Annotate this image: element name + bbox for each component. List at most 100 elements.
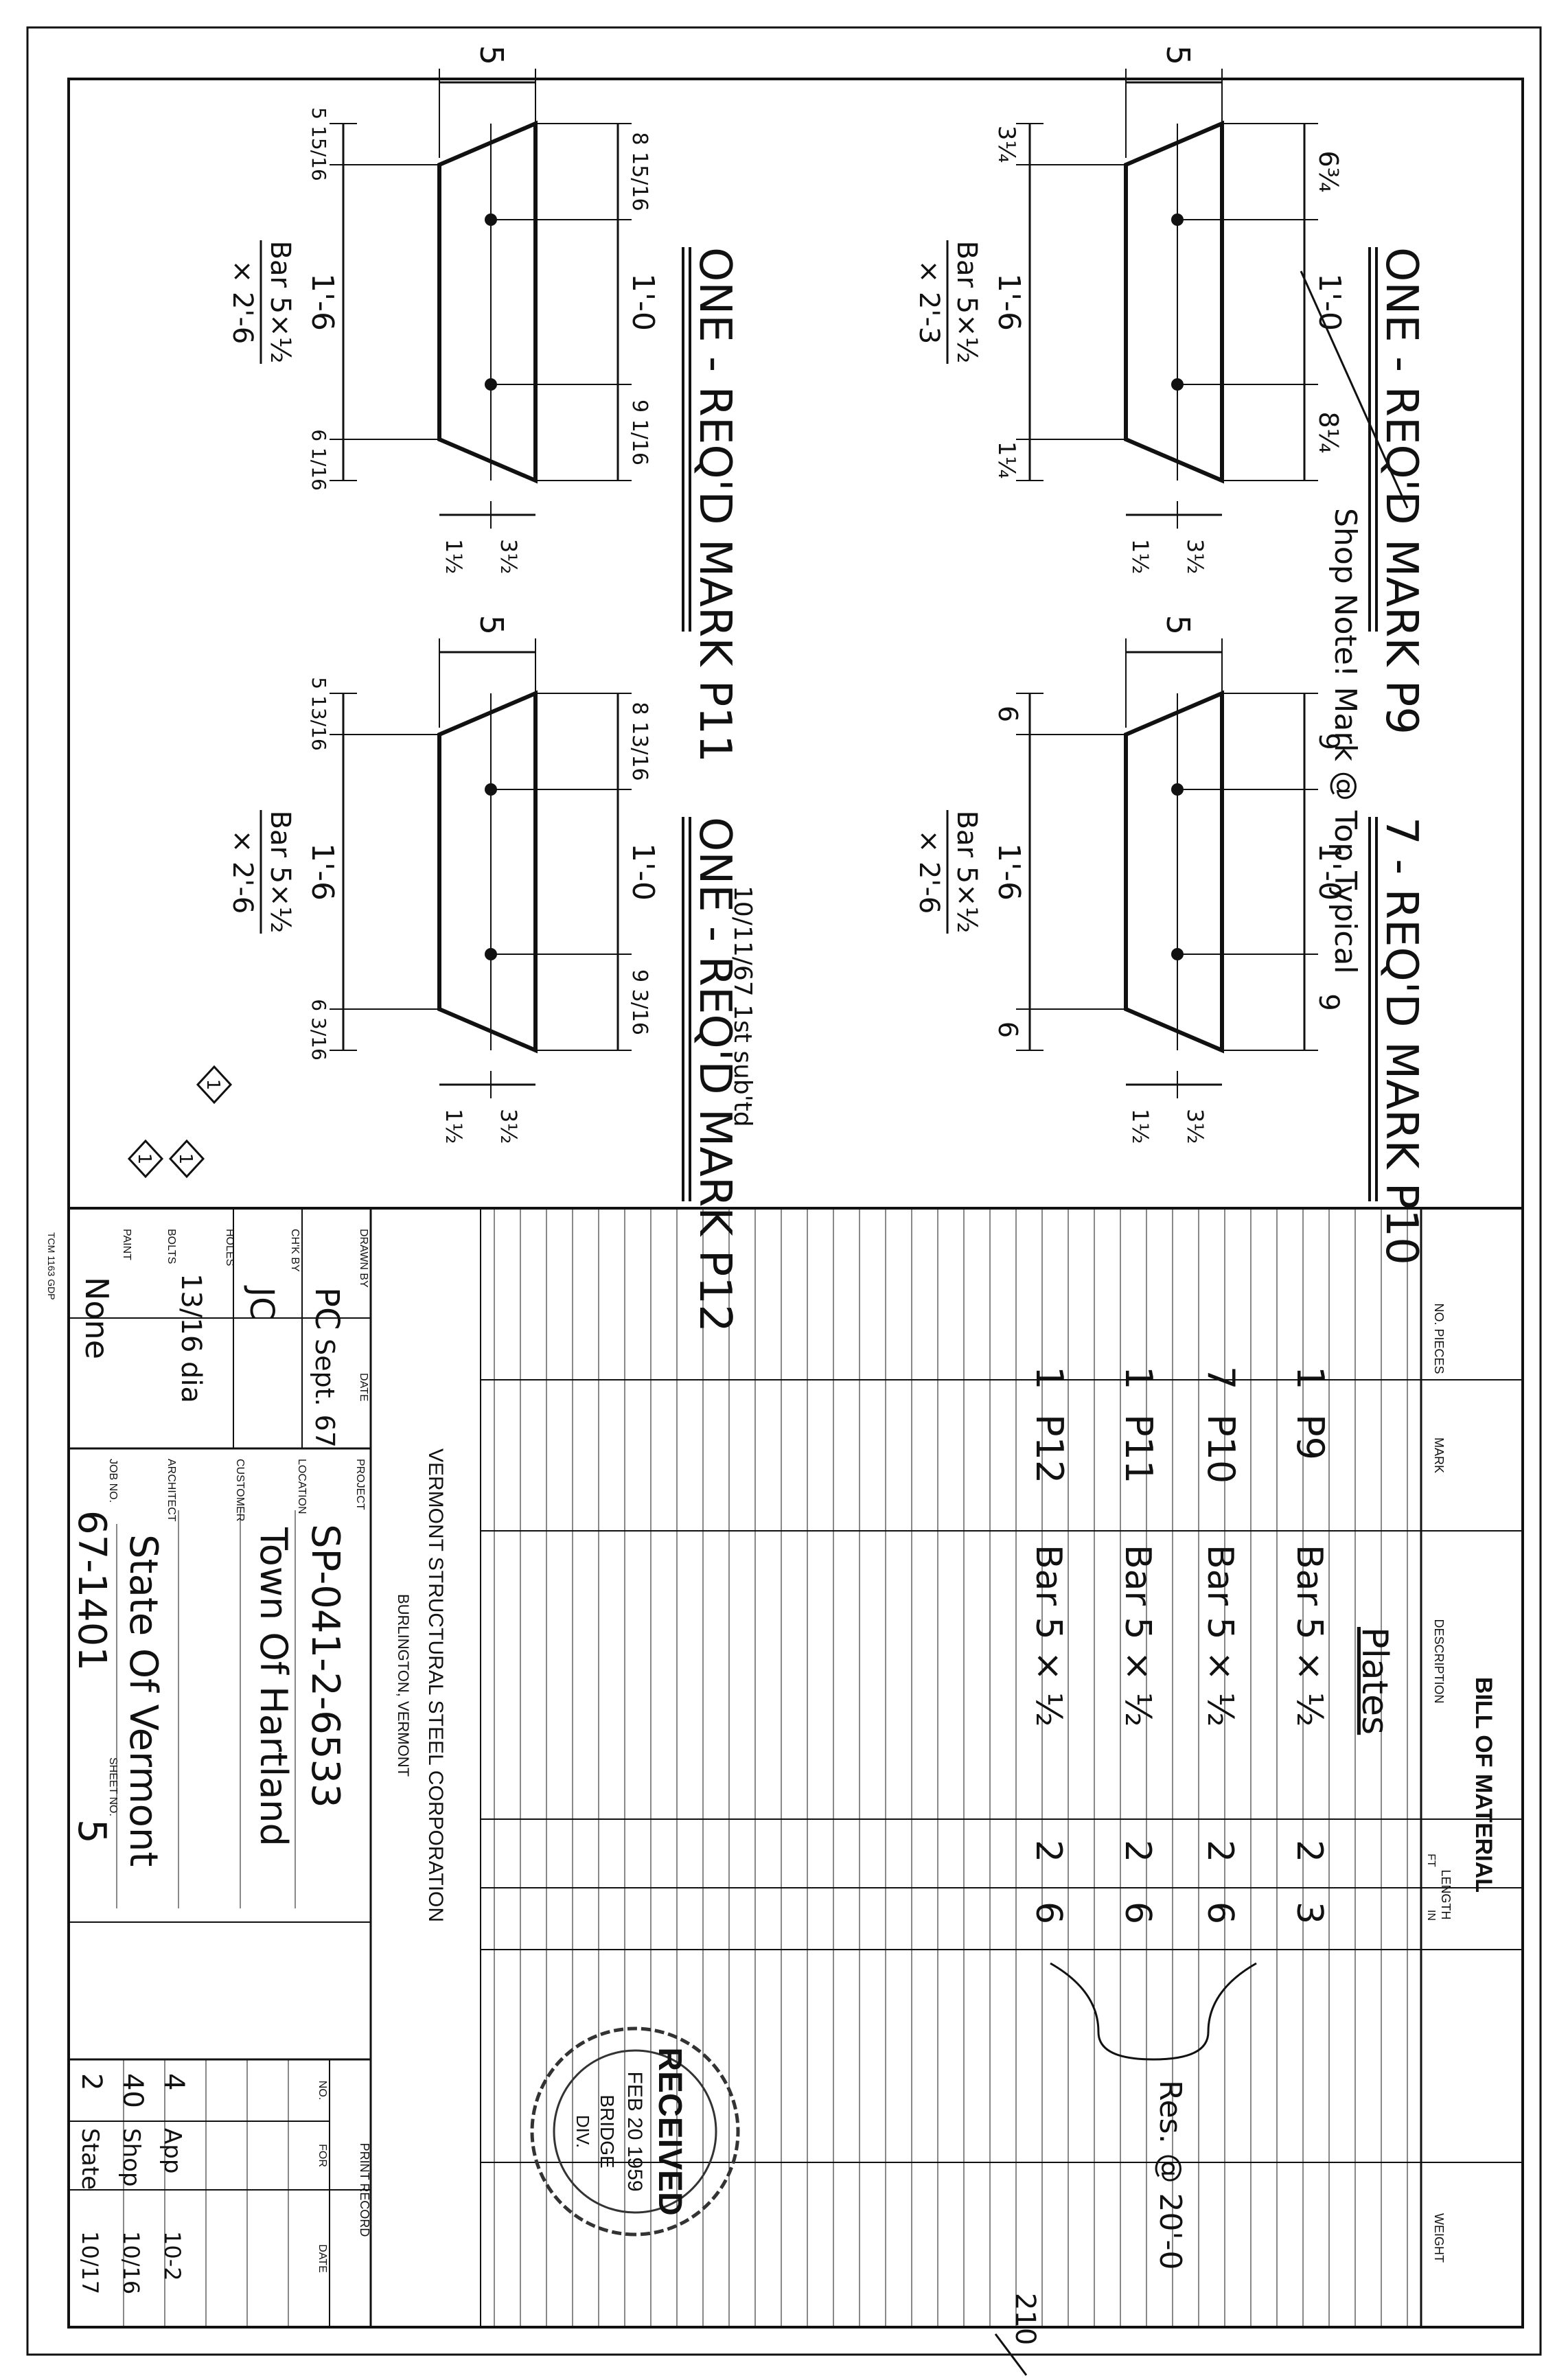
bill-row-in: 6: [1199, 1902, 1241, 1924]
bill-row-ft: 2: [1199, 1840, 1241, 1862]
outer-border: [26, 26, 1542, 2356]
bill-row-description: Bar 5 × ½: [1199, 1545, 1241, 1727]
architect-label: ARCHITECT: [165, 1459, 177, 1522]
bolts-label: BOLTS: [165, 1229, 177, 1264]
p11-top-left-dim: 8 15/16: [627, 132, 652, 211]
print-record-for: App: [159, 2128, 186, 2173]
p9-height-dim: 5: [1160, 45, 1197, 65]
print-record-no: 2: [76, 2073, 107, 2090]
p11-edge-dim: 1½: [441, 539, 467, 574]
p9-top-right-dim: 8¼: [1313, 411, 1344, 453]
p12-bottom-left-dim: 5 13/16: [308, 677, 330, 750]
print-record-date: 10/17: [77, 2231, 103, 2294]
p11-hole-offset-dim: 3½: [496, 539, 522, 574]
p10-bottom-right-dim: 6: [993, 1021, 1023, 1038]
location: Town Of Hartland: [252, 1527, 295, 1847]
holes-label: HOLES: [224, 1229, 235, 1266]
p9-bottom-right-dim: 1¼: [993, 441, 1020, 479]
p9-title: ONE - REQ'D MARK P9: [1376, 247, 1427, 735]
bracket-mark: [1050, 1962, 1257, 2061]
print-record-header-no: NO.: [316, 2081, 328, 2100]
bill-header-weight: WEIGHT: [1432, 2213, 1446, 2263]
p11-bottom-left-dim: 5 15/16: [308, 107, 330, 181]
customer-label: CUSTOMER: [234, 1459, 246, 1521]
p12-edge-dim: 1½: [441, 1109, 467, 1144]
bill-row-pieces: 7: [1199, 1366, 1243, 1389]
holes: 13/16 dia: [175, 1273, 207, 1403]
p10-top-mid-dim: 1'-0: [1312, 843, 1347, 901]
bill-row-pieces: 1: [1028, 1366, 1071, 1389]
stamp-date: FEB 20 1959: [623, 2071, 646, 2191]
p11-height-dim: 5: [473, 45, 510, 65]
p9-edge-dim: 1½: [1127, 539, 1153, 574]
p10-length: × 2'-6: [913, 830, 945, 914]
revision-mark-1: 1: [175, 1153, 196, 1165]
job-label: JOB NO.: [107, 1459, 119, 1503]
revision-mark-icon: 1: [127, 1139, 164, 1179]
revision-mark-3: 1: [203, 1079, 223, 1091]
p11-bottom-right-dim: 6 1/16: [308, 429, 330, 491]
p9-shop-note: Shop Note! Mark @ Top Typical: [1328, 508, 1363, 974]
revision-mark-icon: 1: [168, 1139, 205, 1179]
sheet-label: SHEET NO.: [107, 1757, 119, 1816]
title-block: DRAWN BY PC DATE Sept. 67 CH'K BY JC HOL…: [69, 1208, 447, 2327]
p11-top-right-dim: 9 1/16: [627, 400, 652, 465]
print-record-no: 4: [158, 2073, 189, 2090]
bill-row-in: 6: [1028, 1902, 1069, 1924]
company-city: BURLINGTON, VERMONT: [395, 1594, 412, 1777]
print-record-title: PRINT RECORD: [358, 2143, 371, 2237]
date: Sept. 67: [310, 1339, 340, 1448]
project: SP-041-2-6533: [303, 1524, 347, 1808]
bill-row-pieces: 1: [1289, 1366, 1332, 1389]
bill-header-pieces: NO. PIECES: [1432, 1303, 1446, 1374]
p9-top-mid-dim: 1'-0: [1312, 273, 1347, 331]
p12-hole-offset-dim: 3½: [496, 1109, 522, 1144]
print-record-for: Shop: [117, 2128, 145, 2187]
bill-row-in: 6: [1117, 1902, 1158, 1924]
print-record-header-for: FOR: [316, 2144, 328, 2167]
plate-details: 1'-0 6¾ 8¼ 1'-6 3¼ 1¼ 5 3½ 1½ Bar 5×½ × …: [127, 45, 1427, 1332]
print-record-for: State: [76, 2128, 104, 2190]
drawn-by: PC: [308, 1287, 346, 1330]
print-record-date: 10-2: [159, 2231, 185, 2281]
drawn-by-label: DRAWN BY: [358, 1229, 369, 1288]
p10-edge-dim: 1½: [1127, 1109, 1153, 1144]
sheet: 5: [69, 1819, 114, 1844]
p12-top-mid-dim: 1'-0: [625, 843, 660, 901]
p9-length: × 2'-3: [913, 260, 945, 345]
p12-bottom-right-dim: 6 3/16: [308, 999, 330, 1061]
bill-section-label: Plates: [1354, 1627, 1395, 1735]
p12-height-dim: 5: [473, 615, 510, 635]
bill-header-length: LENGTH: [1439, 1869, 1453, 1919]
p10-bottom-mid-dim: 1'-6: [991, 843, 1026, 901]
bill-row-description: Bar 5 × ½: [1289, 1545, 1330, 1727]
bill-row-in: 3: [1289, 1902, 1330, 1924]
bill-row-ft: 2: [1117, 1840, 1158, 1862]
p11-top-mid-dim: 1'-0: [625, 273, 660, 331]
drawing-border: [67, 78, 1524, 2329]
bill-header-description: DESCRIPTION: [1432, 1619, 1446, 1703]
paint: None: [78, 1277, 115, 1359]
print-record-header-date: DATE: [316, 2244, 328, 2272]
p9-top-left-dim: 6¾: [1313, 150, 1344, 192]
company-name: VERMONT STRUCTURAL STEEL CORPORATION: [424, 1448, 447, 1922]
p9-bottom-left-dim: 3¼: [993, 126, 1020, 163]
p10-title: 7 - REQ'D MARK P10: [1376, 817, 1427, 1265]
p12-stock: Bar 5×½: [264, 811, 296, 934]
p10-top-left-dim: 9: [1313, 732, 1344, 750]
detail-p12: 1'-0 8 13/16 9 3/16 1'-6 5 13/16 6 3/16 …: [227, 615, 757, 1332]
bill-header-in: IN: [1425, 1910, 1437, 1921]
p9-bottom-mid-dim: 1'-6: [991, 273, 1026, 331]
bracket-note: Res. @ 20'-0: [1153, 2080, 1188, 2270]
checked-by-label: CH'K BY: [289, 1229, 301, 1272]
p12-length: × 2'-6: [227, 830, 258, 914]
p9-stock: Bar 5×½: [951, 241, 982, 364]
date-label: DATE: [358, 1373, 369, 1401]
p12-top-left-dim: 8 13/16: [627, 702, 652, 781]
print-record-no: 40: [117, 2073, 148, 2108]
detail-p11: 1'-0 8 15/16 9 1/16 1'-6 5 15/16 6 1/16 …: [227, 45, 740, 763]
p11-length: × 2'-6: [227, 260, 258, 345]
p9-hole-offset-dim: 3½: [1182, 539, 1208, 574]
p12-top-right-dim: 9 3/16: [627, 969, 652, 1035]
